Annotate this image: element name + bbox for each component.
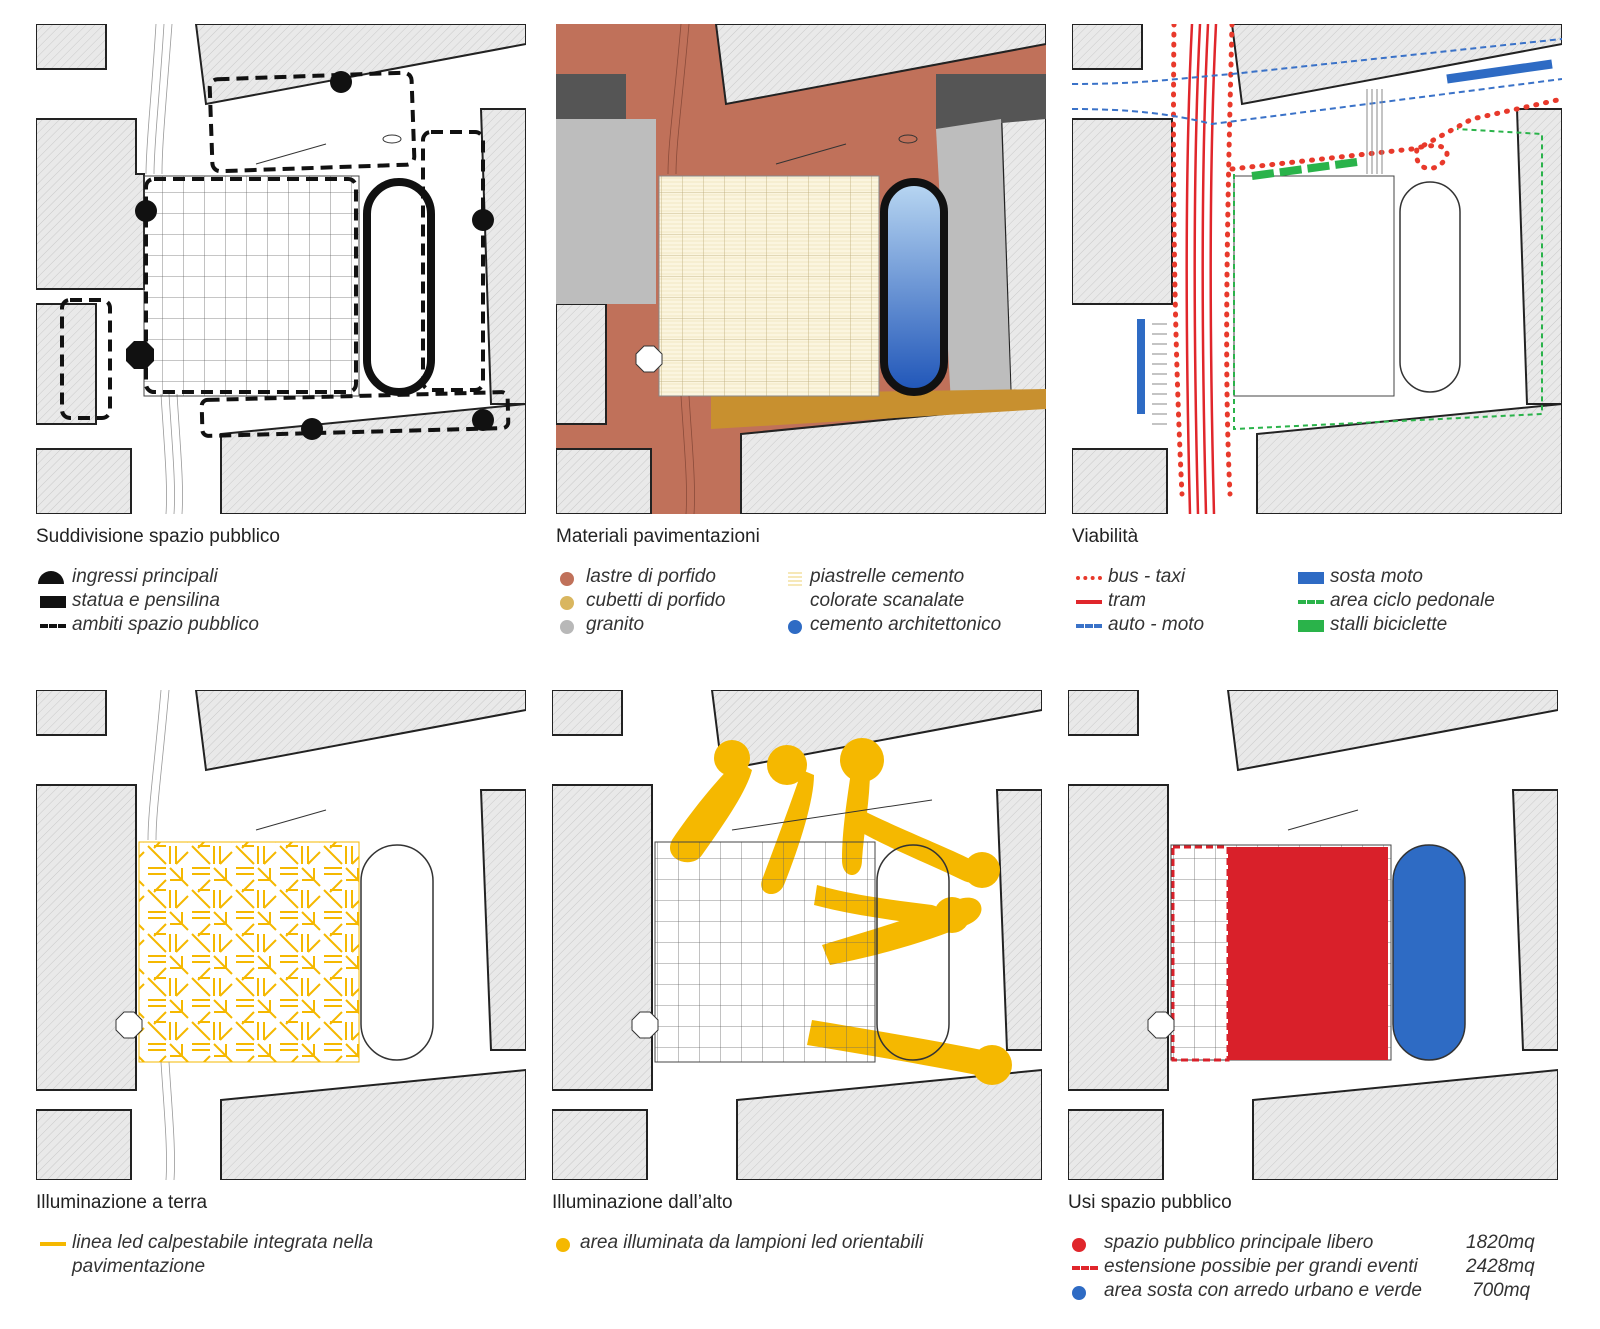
map-illuminazione-alto <box>552 690 1042 1180</box>
map-suddivisione <box>36 24 526 514</box>
panel-title: Illuminazione dall’alto <box>552 1192 733 1213</box>
map-materiali <box>556 24 1046 514</box>
panel-title: Materiali pavimentazioni <box>556 526 760 547</box>
dotted-line-icon <box>1076 576 1102 580</box>
dot-icon <box>788 620 802 634</box>
entrances <box>126 71 494 440</box>
map-illuminazione-terra <box>36 690 526 1180</box>
panel-title: Suddivisione spazio pubblico <box>36 526 280 547</box>
dot-icon <box>560 572 574 586</box>
dash-line-icon <box>1076 624 1102 628</box>
dash-line-icon <box>1298 600 1324 604</box>
map-usi <box>1068 690 1558 1180</box>
panel-title: Illuminazione a terra <box>36 1192 208 1213</box>
statue-oval <box>363 178 435 396</box>
area-value: 1820mq <box>1466 1232 1535 1253</box>
area-value: 2428mq <box>1466 1256 1535 1277</box>
hatch-icon <box>788 572 802 586</box>
panel-title: Viabilità <box>1072 526 1139 547</box>
dot-icon <box>1072 1238 1086 1252</box>
panel-title: Usi spazio pubblico <box>1068 1192 1232 1213</box>
dot-icon <box>560 620 574 634</box>
area-value: 700mq <box>1472 1280 1531 1301</box>
rect-icon <box>1298 572 1324 584</box>
solid-line-icon <box>1076 600 1102 604</box>
rect-icon <box>40 596 66 608</box>
dash-line-icon <box>40 624 66 628</box>
dot-icon <box>1072 1286 1086 1300</box>
dash-line-icon <box>1072 1266 1098 1270</box>
half-circle-icon <box>38 571 64 584</box>
map-viabilita <box>1072 24 1562 514</box>
dot-icon <box>556 1238 570 1252</box>
yellow-line-icon <box>40 1242 66 1246</box>
rect-icon <box>1298 620 1324 632</box>
dot-icon <box>560 596 574 610</box>
